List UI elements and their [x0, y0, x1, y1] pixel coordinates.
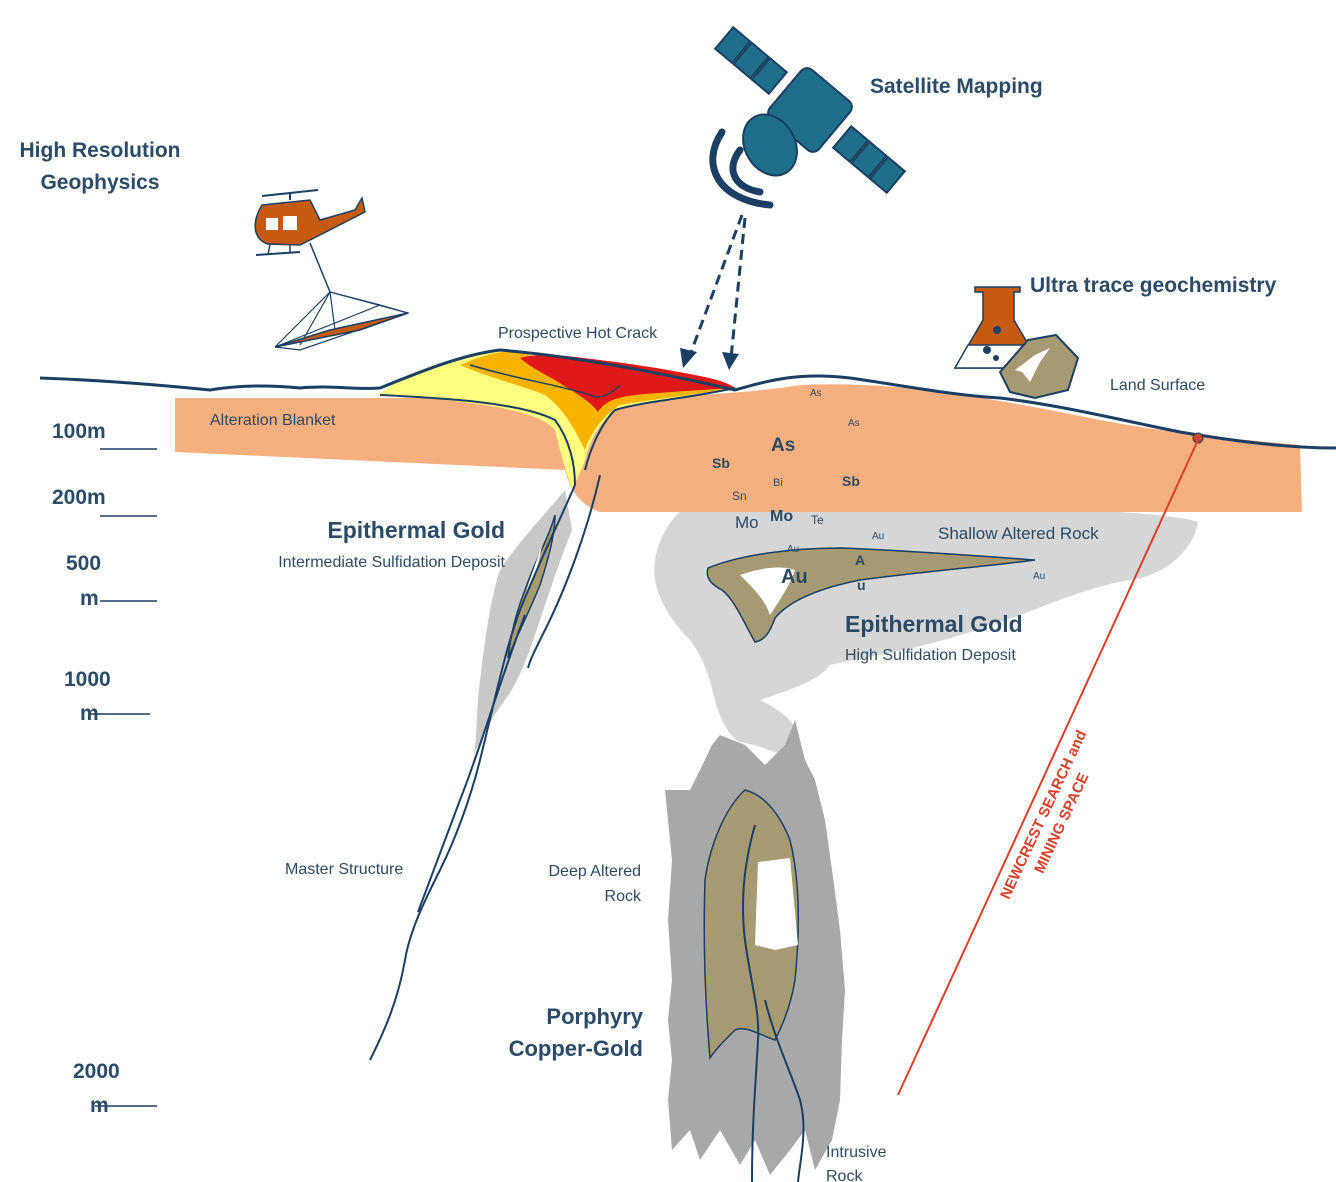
element-au-2: Au	[787, 544, 799, 555]
satellite-icon	[704, 13, 917, 206]
epithermal-high-title: Epithermal Gold	[845, 611, 1023, 637]
alteration-blanket-label: Alteration Blanket	[210, 412, 336, 429]
porphyry-title-line2: Copper-Gold	[509, 1036, 643, 1061]
depth-label-2000m-a: 2000	[73, 1060, 120, 1083]
element-mo-1: Mo	[735, 513, 759, 532]
satellite-beam-left-arrow	[680, 348, 697, 368]
element-sn: Sn	[732, 489, 747, 503]
master-structure-label: Master Structure	[285, 861, 403, 878]
element-au-split-a: A	[855, 552, 865, 568]
element-mo-2: Mo	[770, 508, 793, 525]
geophysics-heading-line2: Geophysics	[40, 171, 159, 194]
intrusive-rock-label-2: Rock	[826, 1168, 863, 1182]
geophysics-heading-line1: High Resolution	[20, 139, 181, 162]
master-structure-branch	[418, 615, 525, 912]
depth-label-200m: 200m	[52, 486, 106, 509]
helicopter-icon	[255, 190, 408, 350]
element-au-1: Au	[872, 531, 884, 542]
depth-label-2000m-b: m	[90, 1094, 109, 1117]
intrusive-rock-label-1: Intrusive	[826, 1144, 887, 1161]
depth-label-100m: 100m	[52, 420, 106, 443]
element-sb-1: Sb	[712, 455, 730, 471]
element-as-small-2: As	[848, 418, 860, 429]
shallow-altered-rock-label: Shallow Altered Rock	[938, 524, 1099, 543]
hot-crack-label: Prospective Hot Crack	[498, 325, 658, 342]
element-te: Te	[811, 513, 824, 527]
deep-altered-rock-label-1: Deep Altered	[548, 863, 641, 880]
epithermal-intermediate-subtitle: Intermediate Sulfidation Deposit	[278, 554, 505, 571]
depth-label-1000m-b: m	[80, 702, 99, 725]
satellite-beam-right-arrow	[722, 352, 739, 370]
element-as-big: As	[771, 435, 795, 456]
depth-label-500m-b: m	[80, 587, 99, 610]
depth-label-1000m-a: 1000	[64, 668, 111, 691]
porphyry-title-line1: Porphyry	[546, 1004, 643, 1029]
element-au-3: Au	[1033, 571, 1045, 582]
satellite-mapping-heading: Satellite Mapping	[870, 75, 1043, 98]
land-surface-label: Land Surface	[1110, 377, 1205, 394]
geochemistry-heading: Ultra trace geochemistry	[1030, 274, 1277, 297]
epithermal-intermediate-title: Epithermal Gold	[327, 517, 505, 543]
element-as-small-1: As	[810, 388, 822, 399]
element-au-big: Au	[781, 566, 808, 588]
depth-label-500m-a: 500	[66, 552, 101, 575]
element-bi: Bi	[773, 477, 783, 489]
element-au-split-b: u	[857, 577, 866, 593]
epithermal-high-subtitle: High Sulfidation Deposit	[845, 647, 1016, 664]
element-sb-2: Sb	[842, 473, 860, 489]
deep-altered-rock-label-2: Rock	[605, 888, 642, 905]
